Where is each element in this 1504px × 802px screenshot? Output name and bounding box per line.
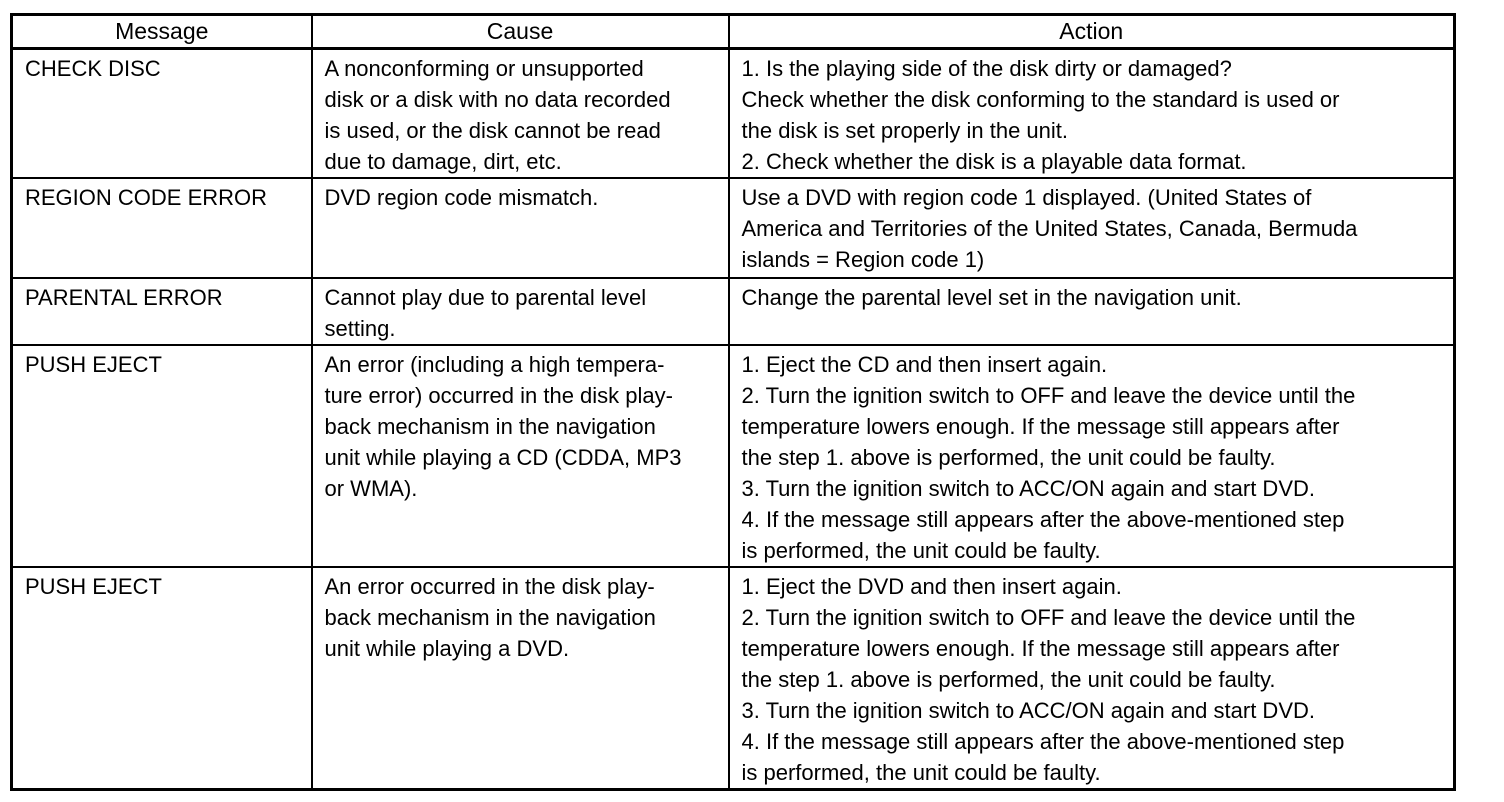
table-row: PARENTAL ERROR Cannot play due to parent…: [10, 277, 1456, 346]
action-cell: 1. Eject the DVD and then insert again. …: [727, 566, 1456, 791]
header-row: Message Cause Action: [10, 13, 1456, 50]
message-cell: CHECK DISC: [10, 47, 313, 179]
cause-cell: A nonconforming or unsupported disk or a…: [310, 47, 730, 179]
table-row: PUSH EJECT An error (including a high te…: [10, 344, 1456, 568]
action-cell: 1. Eject the CD and then insert again. 2…: [727, 344, 1456, 568]
message-cell: REGION CODE ERROR: [10, 177, 313, 279]
troubleshooting-table: Message Cause Action CHECK DISC A noncon…: [10, 13, 1456, 791]
table-row: REGION CODE ERROR DVD region code mismat…: [10, 177, 1456, 279]
cause-cell: An error occurred in the disk play- back…: [310, 566, 730, 791]
message-cell: PUSH EJECT: [10, 566, 313, 791]
action-cell: Use a DVD with region code 1 displayed. …: [727, 177, 1456, 279]
col-header-message: Message: [10, 13, 313, 50]
message-cell: PARENTAL ERROR: [10, 277, 313, 346]
action-cell: 1. Is the playing side of the disk dirty…: [727, 47, 1456, 179]
cause-cell: An error (including a high tempera- ture…: [310, 344, 730, 568]
table-row: PUSH EJECT An error occurred in the disk…: [10, 566, 1456, 791]
table-row: CHECK DISC A nonconforming or unsupporte…: [10, 47, 1456, 179]
col-header-cause: Cause: [310, 13, 730, 50]
message-cell: PUSH EJECT: [10, 344, 313, 568]
col-header-action: Action: [727, 13, 1456, 50]
cause-cell: Cannot play due to parental level settin…: [310, 277, 730, 346]
action-cell: Change the parental level set in the nav…: [727, 277, 1456, 346]
cause-cell: DVD region code mismatch.: [310, 177, 730, 279]
